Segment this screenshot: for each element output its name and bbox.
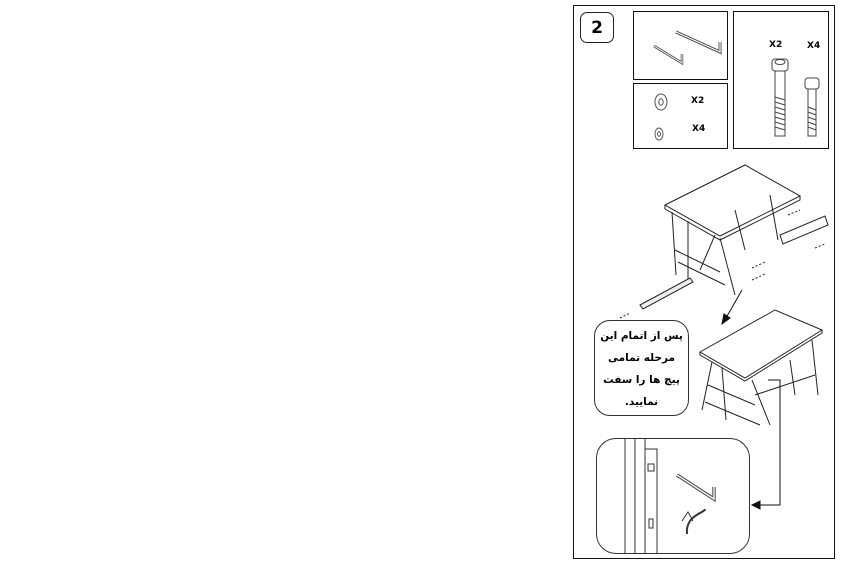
long-bolt-icon bbox=[771, 58, 789, 137]
note-line: مرحله تمامی bbox=[608, 352, 675, 364]
small-washer-icon bbox=[654, 127, 664, 141]
long-bolt-qty: X2 bbox=[769, 40, 783, 50]
instruction-frame bbox=[573, 5, 835, 559]
allen-key-icon bbox=[653, 30, 722, 66]
note-line: پیچ ها را سفت bbox=[603, 374, 680, 386]
large-washer-qty: X2 bbox=[691, 96, 705, 106]
washers-panel: X2 X4 bbox=[633, 83, 728, 149]
note-line: نمایید. bbox=[624, 396, 659, 408]
tightening-detail bbox=[596, 438, 750, 554]
rotate-arrow-icon bbox=[685, 508, 706, 535]
large-washer-icon bbox=[654, 93, 668, 111]
allen-keys-panel bbox=[633, 11, 728, 80]
step-number: 2 bbox=[580, 12, 614, 43]
connector-arrow bbox=[750, 379, 781, 510]
leg-plate bbox=[644, 448, 658, 553]
short-bolt-icon bbox=[804, 77, 820, 137]
small-washer-qty: X4 bbox=[692, 124, 706, 134]
short-bolt-qty: X4 bbox=[807, 41, 821, 51]
note-line: پس از اتمام این bbox=[600, 330, 683, 342]
desk-exploded-view bbox=[619, 164, 829, 319]
bolt-head-icon bbox=[647, 463, 655, 472]
screws-panel: X2 X4 bbox=[733, 11, 829, 149]
allen-key-icon bbox=[676, 473, 716, 503]
assembled-desk bbox=[698, 309, 824, 426]
arrow-icon bbox=[721, 289, 743, 326]
tighten-screws-note: پس از اتمام این مرحله تمامی پیچ ها را سف… bbox=[594, 320, 689, 416]
